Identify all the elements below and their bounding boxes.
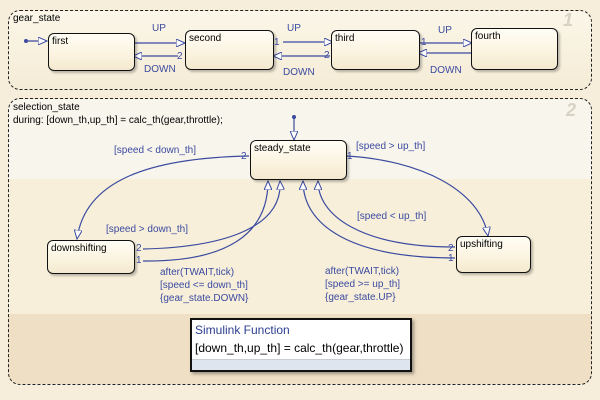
transition-downshifting-to-steady-1 <box>142 181 268 262</box>
selection-state-order-badge: 2 <box>566 100 577 120</box>
gear-state-title: gear_state <box>13 13 61 24</box>
label-down-condition: [speed <= down_th] <box>160 280 248 291</box>
label-up-second-third: UP <box>287 23 301 34</box>
transition-upshifting-to-steady-2 <box>318 181 456 248</box>
label-up-after: after(TWAIT,tick) <box>325 266 400 277</box>
state-downshifting-label: downshifting <box>51 243 107 254</box>
priority-down-2: 2 <box>136 243 142 254</box>
priority-up-1: 1 <box>448 253 454 264</box>
transition-upshifting-to-steady-1 <box>303 181 456 259</box>
gear-state-order-badge: 1 <box>563 10 574 30</box>
label-down-action: {gear_state.DOWN} <box>160 293 249 304</box>
label-down-third-second: DOWN <box>283 67 315 78</box>
state-third[interactable]: third <box>331 30 420 70</box>
label-speed-lt-up-th: [speed < up_th] <box>357 211 427 222</box>
label-up-condition: [speed >= up_th] <box>325 279 401 290</box>
label-up-first-second: UP <box>152 23 166 34</box>
state-first[interactable]: first <box>48 33 135 71</box>
state-upshifting-label: upshifting <box>460 239 503 250</box>
state-third-label: third <box>335 33 355 44</box>
label-speed-lt-down-th: [speed < down_th] <box>114 145 197 156</box>
simulink-function-footer <box>192 359 410 370</box>
label-down-after: after(TWAIT,tick) <box>160 267 235 278</box>
priority-up-2: 2 <box>448 243 454 254</box>
priority-second-third: 1 <box>274 37 280 48</box>
state-upshifting[interactable]: upshifting <box>456 236 531 273</box>
transition-steady-to-downshifting <box>77 155 250 239</box>
state-downshifting[interactable]: downshifting <box>47 240 135 274</box>
simulink-function-block[interactable]: Simulink Function [down_th,up_th] = calc… <box>190 318 412 372</box>
selection-state-title: selection_state <box>13 102 80 113</box>
label-down-fourth-third: DOWN <box>430 65 462 76</box>
state-fourth-label: fourth <box>475 31 501 42</box>
label-down-second-first: DOWN <box>144 64 176 75</box>
transition-steady-to-upshifting <box>345 155 488 236</box>
state-second[interactable]: second <box>185 30 274 70</box>
state-fourth[interactable]: fourth <box>471 28 558 70</box>
selection-state-during-action: during: [down_th,up_th] = calc_th(gear,t… <box>13 115 223 126</box>
state-steady-state[interactable]: steady_state <box>250 140 347 180</box>
state-first-label: first <box>52 36 69 47</box>
transition-downshifting-to-steady-2 <box>142 181 280 250</box>
label-up-action: {gear_state.UP} <box>325 292 396 303</box>
simulink-function-signature: [down_th,up_th] = calc_th(gear,throttle) <box>195 341 404 355</box>
state-second-label: second <box>189 33 222 44</box>
priority-third-second: 2 <box>324 50 330 61</box>
label-speed-gt-down-th: [speed > down_th] <box>106 224 189 235</box>
state-steady-state-label: steady_state <box>254 143 311 154</box>
simulink-function-title: Simulink Function <box>195 323 290 337</box>
priority-down-1: 1 <box>136 255 142 266</box>
priority-second-first: 2 <box>177 51 183 62</box>
label-up-third-fourth: UP <box>438 25 452 36</box>
label-speed-gt-up-th: [speed > up_th] <box>356 141 426 152</box>
priority-third-fourth: 1 <box>421 37 427 48</box>
priority-steady-down: 2 <box>241 151 247 162</box>
priority-steady-up: 1 <box>347 151 353 162</box>
